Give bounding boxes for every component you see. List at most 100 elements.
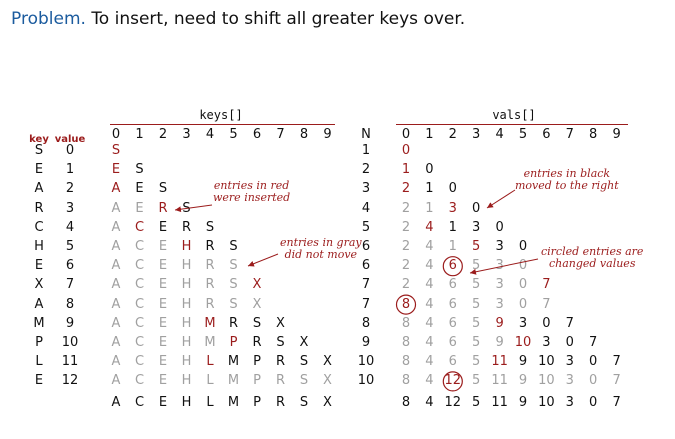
vals-index-header: 1 bbox=[425, 127, 434, 142]
final-keys-cell: H bbox=[181, 394, 192, 410]
keys-cell: E bbox=[158, 239, 168, 254]
vals-cell: 6 bbox=[448, 354, 457, 370]
note-inserted-line2: were inserted bbox=[213, 191, 291, 204]
row-value: 9 bbox=[65, 315, 75, 331]
vals-cell: 4 bbox=[425, 373, 434, 389]
keys-cell: S bbox=[299, 373, 309, 389]
vals-cell: 4 bbox=[425, 315, 434, 331]
vals-cell: 8 bbox=[401, 335, 411, 350]
row-key: P bbox=[35, 335, 43, 350]
final-vals-cell: 3 bbox=[565, 394, 574, 410]
final-vals-cell: 0 bbox=[589, 394, 598, 410]
keys-cell: S bbox=[205, 219, 215, 235]
keys-cell: X bbox=[323, 354, 332, 370]
vals-cell: 4 bbox=[425, 258, 434, 274]
keys-cell: C bbox=[134, 219, 145, 235]
title-text: To insert, need to shift all greater key… bbox=[91, 9, 466, 29]
vals-cell: 4 bbox=[425, 296, 434, 312]
final-keys-cell: S bbox=[299, 394, 309, 410]
vals-cell: 5 bbox=[472, 239, 481, 254]
keys-cell: S bbox=[111, 143, 121, 158]
keys-cell: E bbox=[135, 200, 144, 216]
keys-cell: R bbox=[228, 315, 239, 331]
keys-cell: R bbox=[158, 200, 168, 216]
vals-header-rule bbox=[396, 124, 628, 125]
keys-cell: L bbox=[206, 354, 214, 370]
final-vals-cell: 8 bbox=[401, 394, 411, 410]
note-unmoved: entries in gray did not move bbox=[280, 237, 362, 261]
final-vals-cell: 11 bbox=[491, 394, 508, 410]
vals-cell: 7 bbox=[542, 296, 551, 312]
keys-cell: E bbox=[135, 181, 144, 197]
row-n: 2 bbox=[361, 162, 371, 178]
row-n: 9 bbox=[361, 335, 371, 350]
vals-cell: 0 bbox=[589, 373, 598, 389]
keys-cell: R bbox=[205, 239, 215, 254]
keys-header-rule bbox=[110, 124, 335, 125]
keys-index-header: 9 bbox=[323, 127, 332, 142]
final-vals-cell: 10 bbox=[538, 394, 555, 410]
vals-cell: 0 bbox=[495, 219, 504, 235]
vals-cell: 7 bbox=[612, 373, 621, 389]
keys-cell: L bbox=[206, 373, 214, 389]
vals-index-header: 3 bbox=[472, 127, 481, 142]
keys-cell: E bbox=[158, 258, 168, 274]
row-n: 6 bbox=[361, 239, 371, 254]
row-key: E bbox=[34, 373, 44, 389]
keys-cell: S bbox=[229, 296, 238, 312]
keys-cell: S bbox=[276, 335, 285, 350]
vals-cell: 5 bbox=[472, 258, 481, 274]
vals-cell: 0 bbox=[589, 354, 598, 370]
vals-cell: 7 bbox=[612, 354, 621, 370]
keys-cell: R bbox=[252, 335, 262, 350]
vals-cell: 7 bbox=[589, 335, 598, 350]
note-circled-line2: changed values bbox=[548, 257, 636, 270]
vals-cell: 7 bbox=[542, 277, 551, 293]
keys-cell: H bbox=[181, 373, 192, 389]
keys-index-header: 7 bbox=[276, 127, 285, 142]
row-value: 7 bbox=[65, 277, 75, 293]
vals-cell: 0 bbox=[542, 315, 551, 331]
keys-cell: H bbox=[181, 258, 192, 274]
note-moved-line1: entries in black bbox=[523, 167, 611, 180]
final-vals-cell: 9 bbox=[518, 394, 528, 410]
row-n: 7 bbox=[361, 277, 371, 293]
vals-cell: 6 bbox=[448, 296, 457, 312]
row-key: C bbox=[34, 219, 44, 235]
row-n: 5 bbox=[361, 219, 371, 235]
vals-cell: 3 bbox=[472, 219, 481, 235]
note-circled-line1: circled entries are bbox=[541, 245, 644, 258]
keys-cell: A bbox=[111, 277, 121, 293]
row-value: 3 bbox=[65, 200, 75, 216]
keys-cell: R bbox=[275, 354, 286, 370]
keys-cell: A bbox=[111, 315, 121, 331]
slide-title: Problem. To insert, need to shift all gr… bbox=[11, 9, 465, 29]
keys-cell: S bbox=[252, 315, 262, 331]
vals-cell: 1 bbox=[448, 239, 457, 254]
row-key: L bbox=[35, 354, 43, 370]
row-value: 4 bbox=[65, 219, 75, 235]
final-vals-cell: 4 bbox=[425, 394, 434, 410]
vals-cell: 2 bbox=[401, 239, 411, 254]
vals-index-header: 8 bbox=[589, 127, 598, 142]
vals-cell: 3 bbox=[448, 200, 457, 216]
keys-cell: A bbox=[111, 219, 121, 235]
vals-cell: 10 bbox=[514, 335, 532, 350]
note-inserted-line1: entries in red bbox=[213, 179, 290, 192]
vals-cell: 11 bbox=[491, 373, 508, 389]
vals-cell: 3 bbox=[565, 373, 574, 389]
vals-cell: 7 bbox=[565, 315, 574, 331]
vals-cell: 4 bbox=[425, 354, 434, 370]
vals-cell: 0 bbox=[518, 296, 528, 312]
vals-index-header: 7 bbox=[565, 127, 574, 142]
vals-cell: 9 bbox=[518, 373, 528, 389]
final-keys-cell: C bbox=[134, 394, 145, 410]
vals-cell: 2 bbox=[401, 258, 411, 274]
keys-cell: S bbox=[229, 239, 238, 254]
row-n: 10 bbox=[357, 373, 375, 389]
keys-index-header: 5 bbox=[229, 127, 238, 142]
vals-cell: 3 bbox=[495, 258, 504, 274]
vals-cell: 4 bbox=[425, 239, 434, 254]
row-value: 2 bbox=[65, 181, 75, 197]
